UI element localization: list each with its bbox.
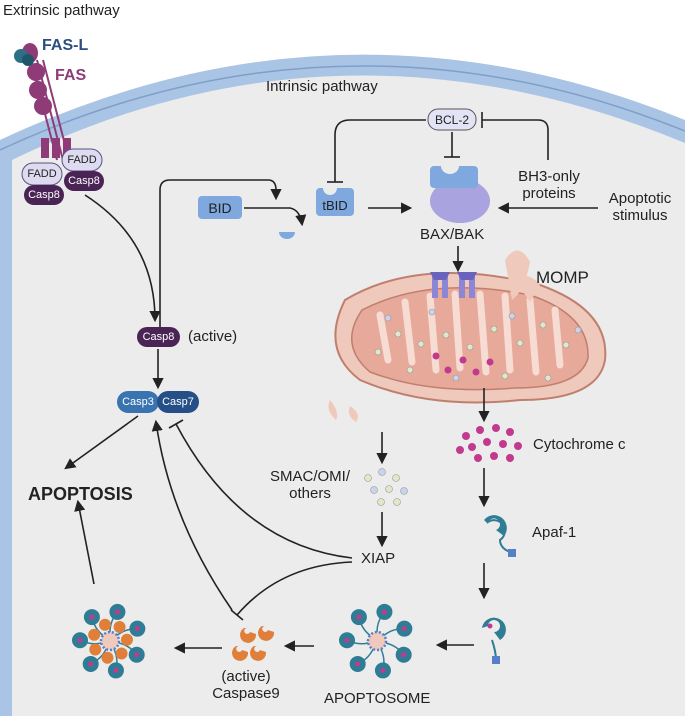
tbid-shape bbox=[316, 188, 354, 216]
active-label: (active) bbox=[188, 328, 238, 345]
bid-label: BID bbox=[208, 199, 232, 216]
apoptotic-stimulus-label: Apoptotic stimulus bbox=[598, 190, 682, 225]
inhibit-bh3-bcl2 bbox=[482, 119, 549, 160]
apaf1-label: Apaf-1 bbox=[532, 524, 577, 541]
disc-complex bbox=[21, 148, 104, 205]
casp3-shape bbox=[117, 391, 159, 413]
apoptosome-label: APOPTOSOME bbox=[324, 690, 431, 707]
apaf1-shape bbox=[484, 515, 516, 557]
arrows bbox=[64, 179, 598, 654]
arrow-casp3-to-apoptosis bbox=[64, 415, 139, 470]
bid-fragment bbox=[279, 232, 295, 239]
apaf1-active-shape bbox=[482, 617, 506, 664]
caspase9-label: (active) Caspase9 bbox=[206, 668, 286, 703]
casp7-label: Casp7 bbox=[162, 396, 194, 408]
cytoplasm bbox=[12, 75, 685, 716]
fadd-label-2: FADD bbox=[67, 154, 97, 166]
extrinsic-pathway-label: Extrinsic pathway bbox=[3, 2, 120, 19]
cytochrome-c-label: Cytochrome c bbox=[533, 436, 626, 453]
arrow-casp9-to-casp3 bbox=[151, 419, 233, 611]
bcl2-label: BCL-2 bbox=[434, 112, 469, 127]
stimulus-line-1: Apoptotic bbox=[608, 190, 672, 207]
inhibit-xiap-casp9 bbox=[236, 561, 353, 616]
baxbak-shape bbox=[430, 166, 490, 223]
bid-shape bbox=[198, 196, 242, 219]
smac-label: SMAC/OMI/ others bbox=[260, 468, 360, 503]
arrow-disc-to-casp8 bbox=[84, 194, 161, 323]
fasl-icon bbox=[14, 49, 34, 66]
inhibitions bbox=[168, 112, 549, 621]
fasl-label: FAS-L bbox=[42, 37, 89, 54]
smac-line-2: others bbox=[289, 485, 331, 503]
caspase9-line-2: Caspase9 bbox=[212, 685, 280, 703]
fas-receptor bbox=[22, 43, 71, 161]
bh3-line-2: proteins bbox=[522, 185, 576, 203]
mitochondrion bbox=[328, 250, 607, 422]
xiap-label: XIAP bbox=[361, 550, 396, 567]
casp8-active-label: Casp8 bbox=[142, 331, 175, 343]
bcl2-shape bbox=[427, 108, 477, 131]
mito-pores bbox=[430, 272, 477, 298]
inhibit-bcl2-tbid bbox=[334, 119, 426, 182]
fadd-label-1: FADD bbox=[27, 168, 57, 180]
cytochrome-c-dots bbox=[456, 424, 522, 462]
inhibit-xiap-casp3 bbox=[175, 423, 353, 559]
casp8-active-shape bbox=[137, 327, 180, 347]
casp8-label-1: Casp8 bbox=[28, 189, 60, 201]
smac-dots bbox=[364, 468, 408, 506]
apoptosis-label: APOPTOSIS bbox=[28, 484, 133, 504]
arrow-bid-to-fragment bbox=[244, 207, 307, 227]
arrow-apoptosomeleft-to-apoptosis bbox=[74, 499, 95, 585]
caspase9-shapes bbox=[232, 625, 275, 661]
smac-line-1: SMAC/OMI/ bbox=[269, 468, 350, 485]
momp-label: MOMP bbox=[536, 268, 589, 287]
casp3-label: Casp3 bbox=[122, 396, 154, 408]
casp7-shape bbox=[157, 391, 199, 413]
bh3-only-label: BH3-only proteins bbox=[504, 168, 594, 203]
tbid-label: tBID bbox=[322, 198, 348, 213]
baxbak-label: BAX/BAK bbox=[420, 226, 485, 243]
intrinsic-pathway-label: Intrinsic pathway bbox=[266, 78, 378, 95]
arrow-casp8-to-tbid bbox=[159, 179, 282, 327]
stimulus-line-2: stimulus bbox=[612, 207, 668, 225]
casp8-label-2: Casp8 bbox=[68, 175, 100, 187]
membrane-inner-line bbox=[0, 65, 685, 151]
apoptosome-right bbox=[339, 603, 413, 679]
apoptosome-left bbox=[72, 603, 146, 679]
fas-label: FAS bbox=[55, 67, 87, 84]
caspase9-line-1: (active) bbox=[221, 668, 271, 685]
bh3-line-1: BH3-only bbox=[518, 168, 580, 185]
